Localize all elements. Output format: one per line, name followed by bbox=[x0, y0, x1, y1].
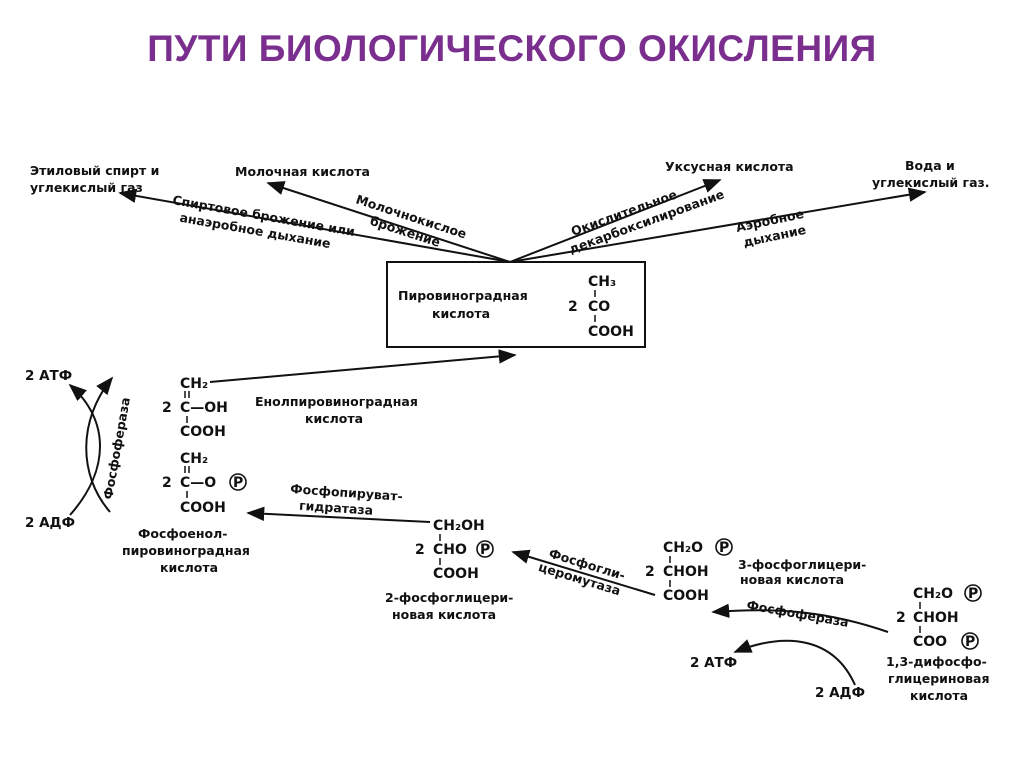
left-atp: 2 АТФ bbox=[25, 368, 72, 384]
pg2-cooh: COOH bbox=[433, 566, 479, 582]
product-water-line1: Вода и bbox=[905, 158, 955, 173]
phosphate-circle-bpg-2 bbox=[961, 632, 979, 650]
enol-ch2: CH₂ bbox=[180, 376, 208, 392]
enol-cooh: COOH bbox=[180, 424, 226, 440]
phosphate-symbol: P bbox=[968, 586, 978, 602]
pep-coefficient: 2 bbox=[162, 475, 172, 491]
enol-coefficient: 2 bbox=[162, 400, 172, 416]
arrow-pep-to-enol bbox=[85, 376, 114, 513]
enol-name-line2: кислота bbox=[305, 411, 363, 426]
page-title: ПУТИ БИОЛОГИЧЕСКОГО ОКИСЛЕНИЯ bbox=[147, 28, 877, 69]
phosphate-circle-3pg bbox=[715, 538, 733, 556]
pyruvate-name-line2: кислота bbox=[432, 306, 490, 321]
arrow-to-acetic bbox=[509, 179, 722, 263]
arrow-adp-to-atp-right bbox=[733, 639, 856, 686]
pg3-chon: CHOH bbox=[663, 564, 709, 580]
arrow-adp-to-atp-left bbox=[68, 383, 101, 516]
bpg-chon: CHOH bbox=[913, 610, 959, 626]
bpg-ch2o: CH₂O bbox=[913, 586, 953, 602]
bpg-coo: COO bbox=[913, 634, 947, 650]
pep-c-o: C—O bbox=[180, 475, 216, 491]
enol-name-line1: Енолпировиноградная bbox=[255, 394, 418, 409]
right-adp: 2 АДФ bbox=[815, 685, 865, 701]
arrow-to-ethanol bbox=[118, 188, 511, 263]
bpg-name-line2: глицериновая bbox=[888, 671, 990, 686]
enzyme-kinase-left: Фосфофераза bbox=[100, 396, 133, 500]
pep-name-line2: пировиноградная bbox=[122, 543, 250, 558]
arrow-enol-to-pyruvate bbox=[209, 349, 517, 383]
arrow-to-water bbox=[509, 187, 927, 263]
enzyme-hydratase-line2: гидратаза bbox=[299, 498, 374, 518]
pyruvate-coefficient: 2 bbox=[568, 299, 578, 315]
pg2-name-line1: 2-фосфоглицери- bbox=[385, 590, 513, 605]
phosphate-circle-bpg-1 bbox=[964, 584, 982, 602]
phosphate-circle-pep bbox=[229, 473, 247, 491]
pyruvate-box bbox=[386, 261, 646, 348]
pg3-cooh: COOH bbox=[663, 588, 709, 604]
left-adp: 2 АДФ bbox=[25, 515, 75, 531]
pg2-name-line2: новая кислота bbox=[392, 607, 496, 622]
bpg-name-line3: кислота bbox=[910, 688, 968, 703]
pyruvate-co: CO bbox=[588, 299, 610, 315]
pep-name-line3: кислота bbox=[160, 560, 218, 575]
enol-c-oh: C—OH bbox=[180, 400, 228, 416]
product-acetic-acid: Уксусная кислота bbox=[665, 159, 794, 174]
arrow-to-lactic bbox=[266, 181, 511, 263]
arrow-bpg-to-3pg bbox=[711, 603, 889, 633]
pep-ch2: CH₂ bbox=[180, 451, 208, 467]
enzyme-kinase-right: Фосфофераза bbox=[745, 597, 849, 630]
phosphate-symbol: P bbox=[480, 542, 490, 558]
phosphate-symbol: P bbox=[719, 540, 729, 556]
phosphate-symbol: P bbox=[233, 475, 243, 491]
pg3-coefficient: 2 bbox=[645, 564, 655, 580]
right-atp: 2 АТФ bbox=[690, 655, 737, 671]
pyruvate-ch3: CH₃ bbox=[588, 274, 616, 290]
bpg-coefficient: 2 bbox=[896, 610, 906, 626]
bpg-name-line1: 1,3-дифосфо- bbox=[886, 654, 987, 669]
pep-cooh: COOH bbox=[180, 500, 226, 516]
product-ethanol-line1: Этиловый спирт и bbox=[30, 163, 159, 178]
arrow-2pg-to-pep bbox=[246, 506, 431, 523]
pg3-name-line2: новая кислота bbox=[740, 572, 844, 587]
pg3-ch2o: CH₂O bbox=[663, 540, 703, 556]
pg2-coefficient: 2 bbox=[415, 542, 425, 558]
phosphate-circle-2pg bbox=[476, 540, 494, 558]
pyruvate-name-line1: Пировиноградная bbox=[398, 288, 528, 303]
pg2-ch2oh: CH₂OH bbox=[433, 518, 485, 534]
arrow-3pg-to-2pg bbox=[511, 549, 656, 596]
phosphate-symbol: P bbox=[965, 634, 975, 650]
pyruvate-cooh: COOH bbox=[588, 324, 634, 340]
pg2-cho: CHO bbox=[433, 542, 467, 558]
pg3-name-line1: 3-фосфоглицери- bbox=[738, 557, 866, 572]
product-lactic-acid: Молочная кислота bbox=[235, 164, 370, 179]
pep-name-line1: Фосфоенол- bbox=[138, 526, 227, 541]
product-ethanol-line2: углекислый газ bbox=[30, 180, 143, 195]
product-water-line2: углекислый газ. bbox=[872, 175, 990, 190]
